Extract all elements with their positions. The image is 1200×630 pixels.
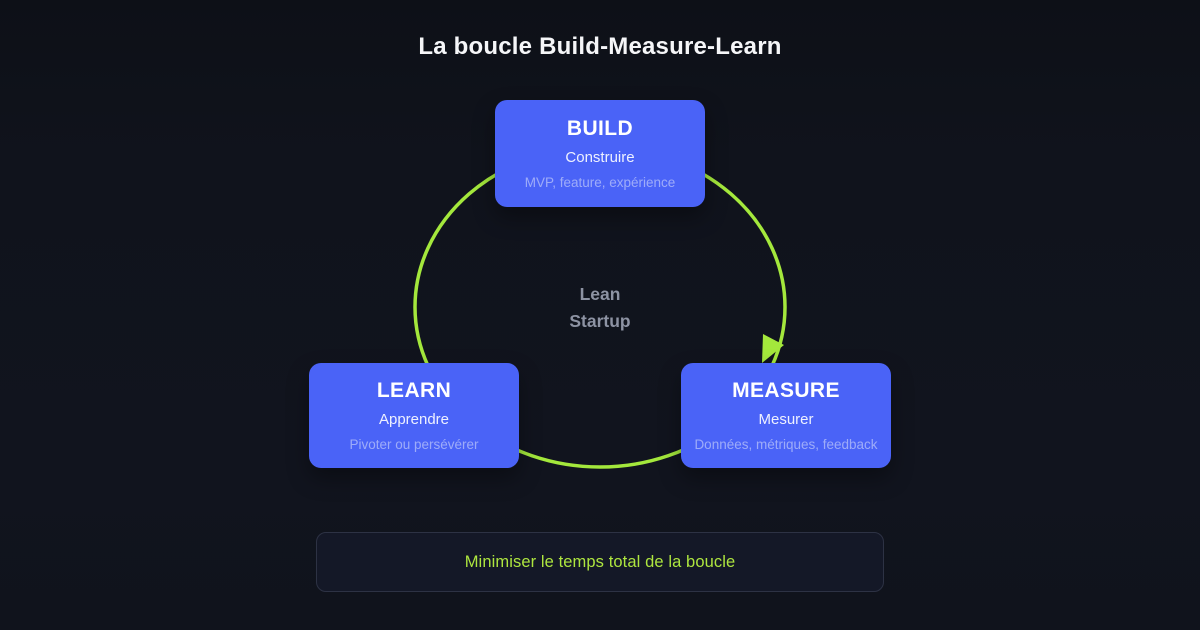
node-learn: LEARN Apprendre Pivoter ou persévérer <box>309 363 519 468</box>
node-measure-subtitle: Mesurer <box>758 410 814 428</box>
node-build-subtitle: Construire <box>565 148 635 166</box>
node-measure: MEASURE Mesurer Données, métriques, feed… <box>681 363 891 468</box>
node-learn-desc: Pivoter ou persévérer <box>349 436 479 452</box>
node-measure-heading: MEASURE <box>732 379 840 403</box>
node-learn-heading: LEARN <box>376 379 452 403</box>
node-build-desc: MVP, feature, expérience <box>524 174 676 190</box>
node-learn-subtitle: Apprendre <box>378 410 450 428</box>
center-label: Lean Startup <box>500 281 700 335</box>
node-build: BUILD Construire MVP, feature, expérienc… <box>495 100 705 207</box>
node-measure-desc: Données, métriques, feedback <box>694 436 878 452</box>
node-build-heading: BUILD <box>566 117 634 141</box>
footer-note-panel: Minimiser le temps total de la boucle <box>316 532 884 592</box>
loop-arrowhead-icon <box>762 334 784 363</box>
center-label-line2: Startup <box>569 311 631 331</box>
page-title: La boucle Build-Measure-Learn <box>418 33 782 60</box>
center-label-line1: Lean <box>579 284 621 304</box>
footer-note-text: Minimiser le temps total de la boucle <box>464 552 736 571</box>
